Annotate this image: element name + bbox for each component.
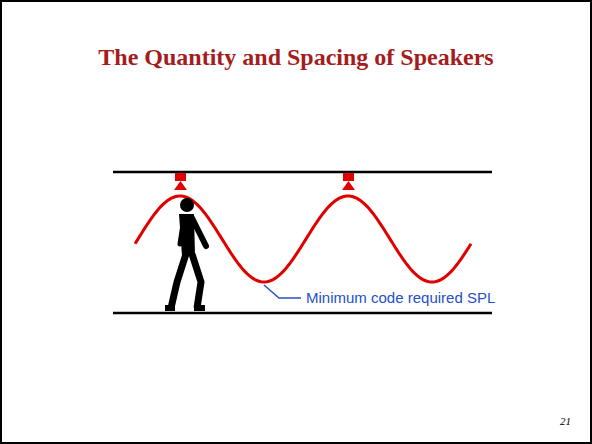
speaker-symbol [174, 173, 187, 190]
ceiling-line [113, 171, 492, 174]
floor-line [113, 312, 492, 315]
leader-line [264, 285, 301, 298]
slide-title: The Quantity and Spacing of Speakers [0, 44, 592, 71]
callout-label: Minimum code required SPL [306, 289, 495, 306]
person-silhouette [165, 198, 206, 311]
sound-level-wave [135, 196, 471, 282]
speaker-symbol [342, 173, 355, 190]
page-number: 21 [560, 415, 571, 427]
